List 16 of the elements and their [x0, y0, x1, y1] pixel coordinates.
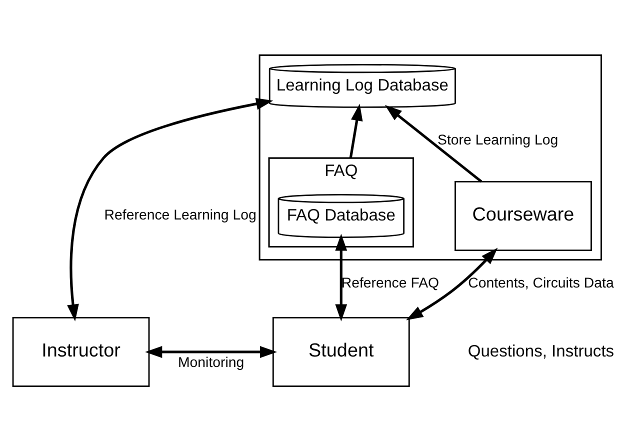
- cluster: [258, 54, 602, 261]
- node-box: Student: [272, 316, 410, 387]
- arrow: [406, 248, 498, 320]
- arrow: [67, 98, 274, 322]
- edge-label: Store Learning Log: [438, 132, 558, 149]
- arrow: [145, 346, 278, 358]
- arrow: [349, 104, 363, 158]
- arrow: [384, 104, 482, 183]
- edge-label: Monitoring: [178, 354, 244, 371]
- edge-label: Contents, Circuits Data: [468, 276, 614, 292]
- arrow: [335, 234, 348, 322]
- edge-label: Reference Learning Log: [104, 208, 256, 224]
- node-box: Courseware: [454, 181, 592, 251]
- edge-label: Reference FAQ: [341, 276, 440, 292]
- node-box: Instructor: [12, 316, 150, 387]
- label: Questions, Instructs: [468, 341, 614, 360]
